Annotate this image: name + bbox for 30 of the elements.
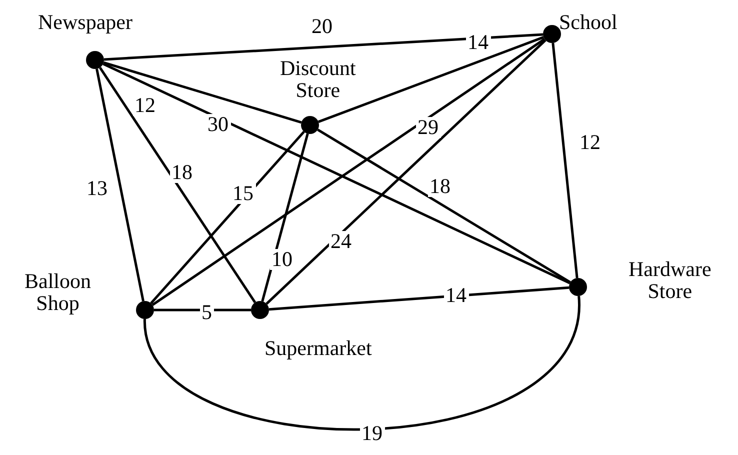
edge-line (268, 286, 570, 311)
curved-edge (144, 296, 580, 431)
place-label: Balloon Shop (24, 270, 91, 314)
edge-line (317, 128, 571, 284)
edge-line (266, 39, 546, 305)
place-label: School (559, 11, 618, 33)
vertex-dot (251, 301, 269, 319)
edge-weight: 29 (416, 116, 440, 138)
vertex-dot (136, 301, 154, 319)
edge-line (96, 68, 144, 302)
vertex-dot (86, 51, 104, 69)
edge-line (261, 133, 309, 302)
place-label: Supermarket (264, 337, 372, 359)
vertex-dot (301, 116, 319, 134)
vertex-dot (543, 25, 561, 43)
edge-line (102, 62, 570, 284)
edge-weight: 10 (270, 248, 294, 270)
place-label: Discount Store (280, 57, 356, 101)
edge-line (318, 36, 544, 123)
edge-line (103, 61, 302, 124)
vertex-dot (569, 278, 587, 296)
edge-line (154, 308, 251, 312)
edge-weight: 30 (206, 114, 230, 134)
edge-line (152, 38, 546, 306)
edge-line (150, 130, 305, 304)
place-label: Newspaper (38, 11, 132, 33)
edge-line (552, 42, 578, 278)
place-label: Hardware Store (628, 258, 712, 302)
edge-line (98, 66, 256, 304)
edge-line (104, 33, 544, 61)
